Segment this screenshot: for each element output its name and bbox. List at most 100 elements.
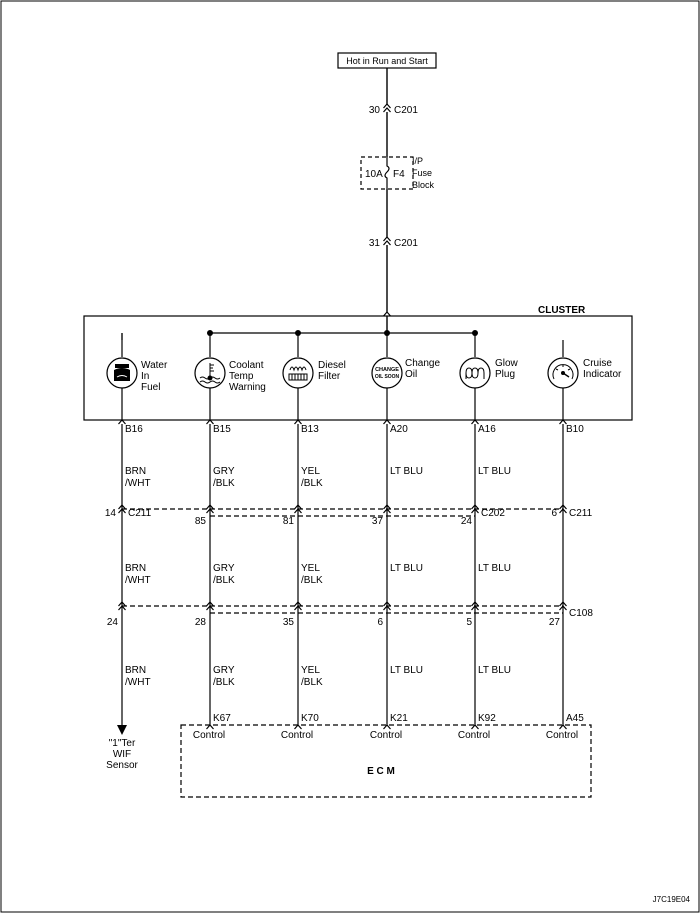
connector-row-c202: 14 C211 85 81 37 24 C202 6 C211	[105, 508, 593, 527]
wire-color-label: LT BLU	[478, 563, 511, 574]
cluster-pin: B16	[118, 419, 143, 435]
wire-color-label: GRY	[213, 665, 235, 676]
ecm-control-label: Control	[281, 730, 313, 741]
svg-text:Oil: Oil	[405, 369, 417, 380]
wire-color-label: /WHT	[125, 575, 151, 586]
svg-text:35: 35	[283, 617, 295, 628]
indicator-water-in-fuel: Water In Fuel	[106, 357, 168, 393]
wif-sensor: "1"Ter WIF Sensor	[106, 725, 139, 771]
svg-text:37: 37	[372, 516, 384, 527]
svg-text:6: 6	[377, 617, 383, 628]
ecm-pin-label: K92	[478, 713, 496, 724]
svg-text:C202: C202	[481, 508, 505, 519]
wires: BRN/WHTBRN/WHTBRN/WHTGRY/BLKGRY/BLKGRY/B…	[118, 424, 567, 725]
svg-text:"1"Ter: "1"Ter	[109, 738, 136, 749]
svg-text:I/P: I/P	[412, 156, 423, 166]
connector-row-c108: 24 28 35 6 5 27 C108	[107, 605, 593, 628]
wire-color-label: YEL	[301, 665, 320, 676]
wire-color-label: BRN	[125, 665, 146, 676]
pin-label: B10	[566, 424, 584, 435]
svg-text:Fuse: Fuse	[412, 168, 432, 178]
wire-color-label: /BLK	[301, 677, 323, 688]
wire-color-label: YEL	[301, 563, 320, 574]
svg-text:Glow: Glow	[495, 358, 519, 369]
wire-color-label: /WHT	[125, 478, 151, 489]
svg-text:C211: C211	[128, 508, 152, 519]
svg-text:85: 85	[195, 516, 207, 527]
wire-color-label: LT BLU	[390, 665, 423, 676]
ecm-pin-label: K21	[390, 713, 408, 724]
fuse-f4: 10A F4 I/P Fuse Block	[360, 156, 435, 190]
glow-plug-icon	[465, 367, 485, 379]
svg-text:Change: Change	[405, 358, 440, 369]
svg-text:14: 14	[105, 508, 117, 519]
fuse-id: F4	[393, 169, 405, 180]
indicator-change-oil: CHANGE OIL SOON Change Oil	[371, 357, 440, 389]
svg-text:CHANGE: CHANGE	[375, 367, 399, 373]
svg-text:31: 31	[369, 238, 381, 249]
svg-text:27: 27	[549, 617, 561, 628]
svg-text:30: 30	[369, 105, 381, 116]
svg-text:Coolant: Coolant	[229, 360, 264, 371]
indicator-coolant-temp: Coolant Temp Warning	[194, 357, 266, 393]
wire-color-label: BRN	[125, 563, 146, 574]
ecm-pin-label: K70	[301, 713, 319, 724]
wire-color-label: GRY	[213, 466, 235, 477]
indicator-glow-plug: Glow Plug	[459, 357, 519, 389]
svg-text:Fuel: Fuel	[141, 382, 160, 393]
svg-text:Water: Water	[141, 360, 168, 371]
svg-text:5: 5	[466, 617, 472, 628]
svg-text:Block: Block	[412, 180, 435, 190]
svg-text:Sensor: Sensor	[106, 760, 138, 771]
pin-label: B13	[301, 424, 319, 435]
svg-text:81: 81	[283, 516, 295, 527]
cluster-title: CLUSTER	[538, 305, 586, 316]
svg-text:Diesel: Diesel	[318, 360, 346, 371]
wire-color-label: /WHT	[125, 677, 151, 688]
svg-text:C108: C108	[569, 608, 593, 619]
svg-text:6: 6	[551, 508, 557, 519]
svg-text:Cruise: Cruise	[583, 358, 612, 369]
cluster-pin: B10	[559, 419, 584, 435]
svg-text:Plug: Plug	[495, 369, 515, 380]
ecm-control-label: Control	[458, 730, 490, 741]
diesel-filter-icon	[288, 366, 308, 381]
wire-color-label: /BLK	[301, 478, 323, 489]
pin-label: A16	[478, 424, 496, 435]
wire-color-label: BRN	[125, 466, 146, 477]
ecm-title: E C M	[367, 766, 395, 777]
ecm-control-label: Control	[370, 730, 402, 741]
indicator-cruise: Cruise Indicator	[547, 357, 622, 389]
water-in-fuel-icon	[114, 364, 130, 381]
ecm-pins: K67ControlK70ControlK21ControlK92Control…	[193, 713, 584, 741]
wire	[559, 424, 567, 725]
ecm-pin-label: K67	[213, 713, 231, 724]
cluster-pin: B15	[206, 419, 231, 435]
wire-color-label: /BLK	[213, 575, 235, 586]
wire-color-label: LT BLU	[478, 466, 511, 477]
cluster-pin: A16	[471, 419, 496, 435]
svg-text:Warning: Warning	[229, 382, 266, 393]
wire-color-label: /BLK	[213, 478, 235, 489]
svg-text:Temp: Temp	[229, 371, 254, 382]
svg-text:C201: C201	[394, 105, 418, 116]
pin-label: B16	[125, 424, 143, 435]
ecm-pin-label: A45	[566, 713, 584, 724]
coolant-temp-icon	[199, 363, 221, 384]
wire-color-label: GRY	[213, 563, 235, 574]
fuse-rating: 10A	[365, 169, 383, 180]
svg-text:C211: C211	[569, 508, 593, 519]
ecm-control-label: Control	[546, 730, 578, 741]
ecm-box: E C M	[180, 724, 592, 798]
